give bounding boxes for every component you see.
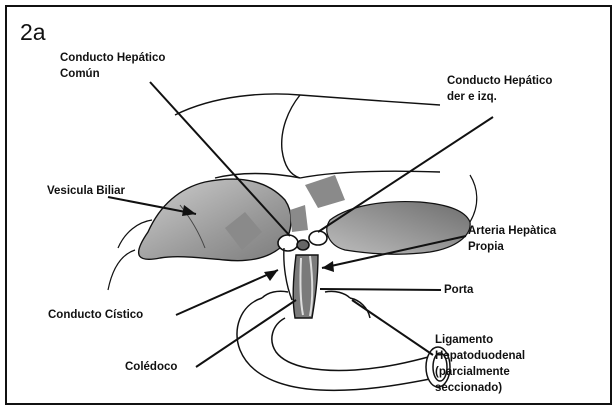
hepatoduodenal-structures bbox=[284, 248, 318, 318]
liver-outline bbox=[175, 94, 440, 178]
label-porta: Porta bbox=[444, 282, 473, 298]
label-conducto-cistico: Conducto Cístico bbox=[48, 307, 143, 323]
gallbladder bbox=[108, 179, 291, 290]
label-ligamento-hepatoduodenal: Ligamento Hepatoduodenal (parcialmente s… bbox=[435, 332, 525, 396]
label-vesicula-biliar: Vesicula Biliar bbox=[47, 183, 125, 199]
label-coledoco: Colédoco bbox=[125, 359, 177, 375]
right-liver-lobe bbox=[327, 175, 477, 254]
duodenum bbox=[237, 291, 450, 390]
label-conducto-hepatico-der-izq: Conducto Hepático der e izq. bbox=[447, 73, 552, 105]
label-arteria-hepatica-propia: Arteria Hepàtica Propia bbox=[468, 223, 556, 255]
label-conducto-hepatico-comun: Conducto Hepático Común bbox=[60, 50, 165, 82]
